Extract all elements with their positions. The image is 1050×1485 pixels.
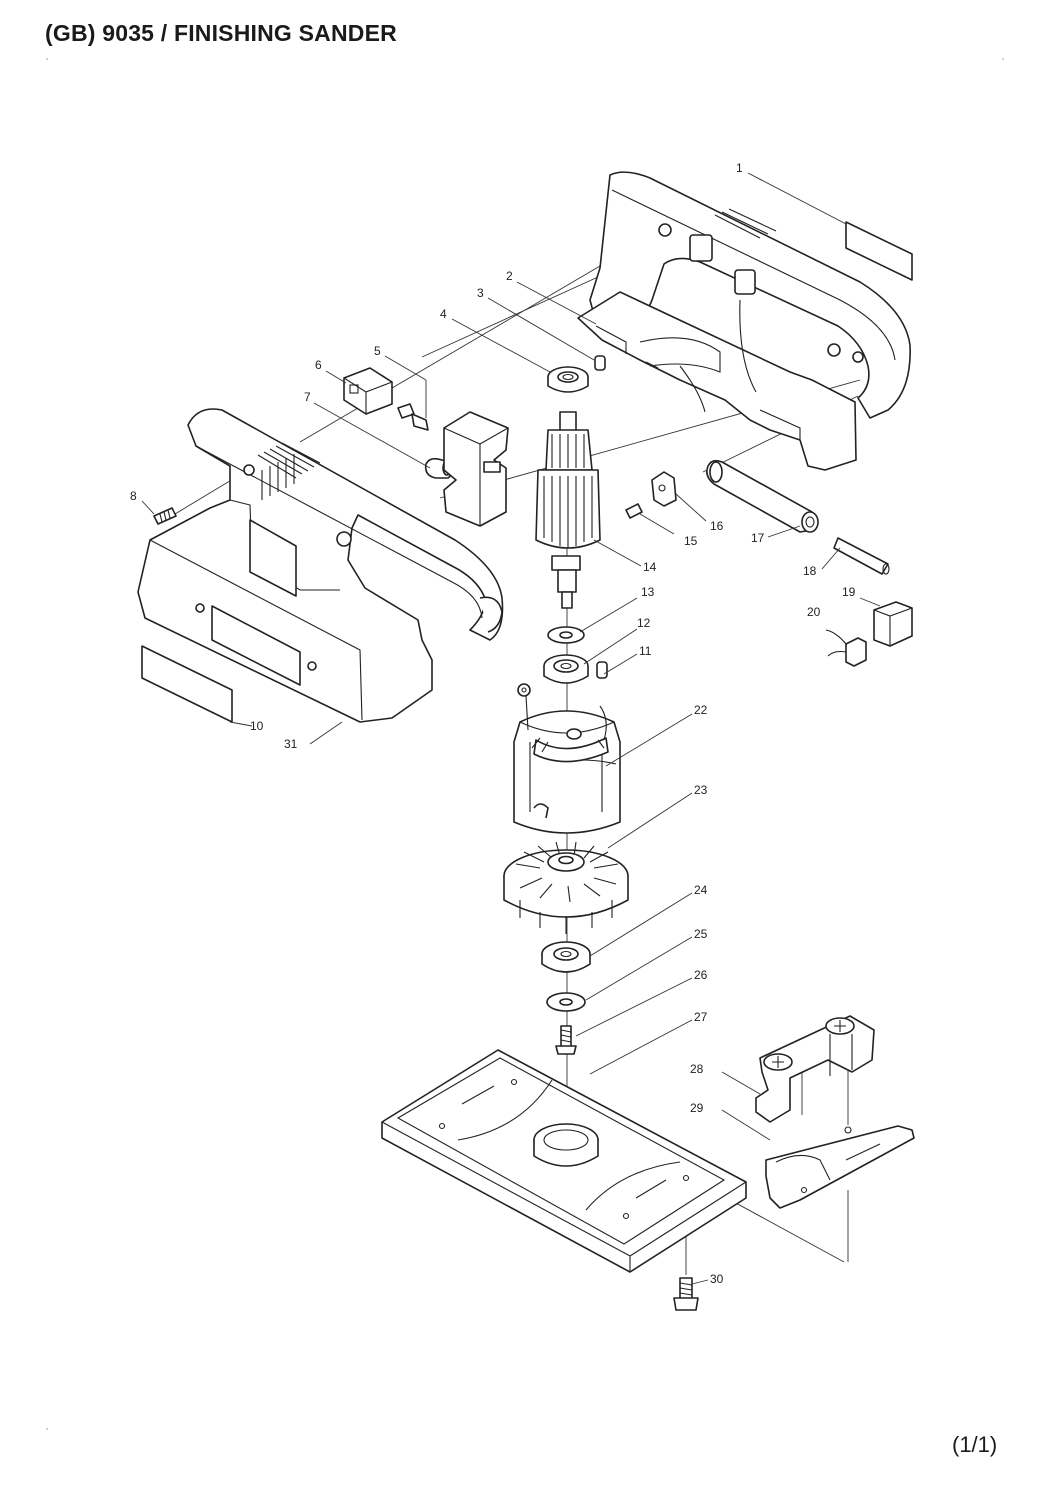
switch	[873, 601, 913, 647]
callout-11: 11	[639, 644, 652, 658]
noise-suppressor	[825, 629, 867, 667]
ball-bearing-middle	[543, 654, 589, 684]
callout-8: 8	[130, 489, 137, 503]
callout-25: 25	[694, 927, 708, 941]
label-plate-top	[845, 221, 913, 281]
callout-27: 27	[694, 1010, 708, 1024]
callout-29: 29	[690, 1101, 704, 1115]
crop-mark	[46, 58, 48, 60]
callout-1: 1	[736, 161, 743, 175]
callout-24: 24	[694, 883, 708, 897]
carbon-brush	[397, 403, 429, 431]
callout-31: 31	[284, 737, 298, 751]
callout-18: 18	[803, 564, 817, 578]
callout-20: 20	[807, 605, 821, 619]
callout-7: 7	[304, 390, 311, 404]
switch-body	[443, 411, 509, 527]
callout-30: 30	[710, 1272, 724, 1286]
screw-housing	[153, 507, 177, 525]
callout-leaders	[141, 172, 881, 1285]
callout-numbers: 1 2 3 4 5 6 7 8 10 11 12 13 14 15 16 17 …	[130, 161, 856, 1286]
callout-23: 23	[694, 783, 708, 797]
brush-holder	[343, 367, 393, 415]
crop-mark	[46, 1428, 48, 1430]
callout-4: 4	[440, 307, 447, 321]
page-number: (1/1)	[952, 1432, 998, 1457]
callout-5: 5	[374, 344, 381, 358]
field	[513, 683, 621, 834]
screw-strain-relief	[625, 503, 643, 519]
cord	[833, 537, 890, 575]
callout-16: 16	[710, 519, 724, 533]
callout-6: 6	[315, 358, 322, 372]
callout-19: 19	[842, 585, 856, 599]
pin-lower	[596, 661, 608, 679]
label-plate-side	[141, 645, 233, 723]
pin-upper	[594, 355, 606, 371]
screw-pad	[673, 1277, 699, 1311]
callout-28: 28	[690, 1062, 704, 1076]
ball-bearing-lower	[541, 941, 591, 973]
callout-3: 3	[477, 286, 484, 300]
armature	[535, 411, 601, 609]
callout-10: 10	[250, 719, 264, 733]
callout-2: 2	[506, 269, 513, 283]
fan	[503, 841, 629, 934]
strain-relief	[651, 471, 677, 507]
pad	[381, 1049, 747, 1273]
housing-left	[137, 408, 504, 723]
page-title: (GB) 9035 / FINISHING SANDER	[45, 20, 397, 46]
callout-15: 15	[684, 534, 698, 548]
callout-17: 17	[751, 531, 765, 545]
callout-22: 22	[694, 703, 708, 717]
washer-upper	[547, 626, 585, 644]
callout-12: 12	[637, 616, 651, 630]
washer-lower	[546, 992, 586, 1012]
paper-clamp	[765, 1125, 915, 1209]
ball-bearing-upper	[547, 366, 589, 393]
callout-13: 13	[641, 585, 655, 599]
crop-mark	[1002, 58, 1004, 60]
rubber-pin	[755, 1015, 875, 1123]
screw-fan	[555, 1025, 577, 1055]
callout-26: 26	[694, 968, 708, 982]
housing-right	[577, 171, 911, 471]
callout-14: 14	[643, 560, 657, 574]
cord-guard	[706, 459, 819, 533]
